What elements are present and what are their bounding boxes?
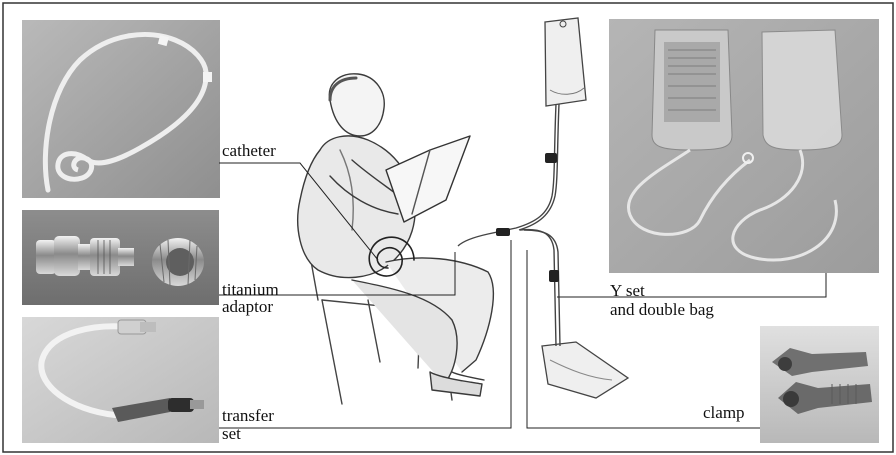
label-adaptor: adaptor	[222, 298, 273, 315]
y-set-double-bag-photo	[609, 19, 879, 273]
clamp-photo	[760, 326, 879, 443]
titanium-adaptor-photo	[22, 210, 219, 305]
label-double-bag: and double bag	[610, 301, 714, 318]
hanging-dialysate-bag	[545, 18, 586, 106]
label-transfer: transfer	[222, 407, 274, 424]
catheter-photo	[22, 20, 220, 198]
label-clamp: clamp	[703, 404, 745, 421]
label-set: set	[222, 425, 241, 442]
label-catheter: catheter	[222, 142, 276, 159]
transfer-set-photo	[22, 317, 219, 443]
label-y-set: Y set	[610, 282, 645, 299]
label-titanium: titanium	[222, 281, 279, 298]
